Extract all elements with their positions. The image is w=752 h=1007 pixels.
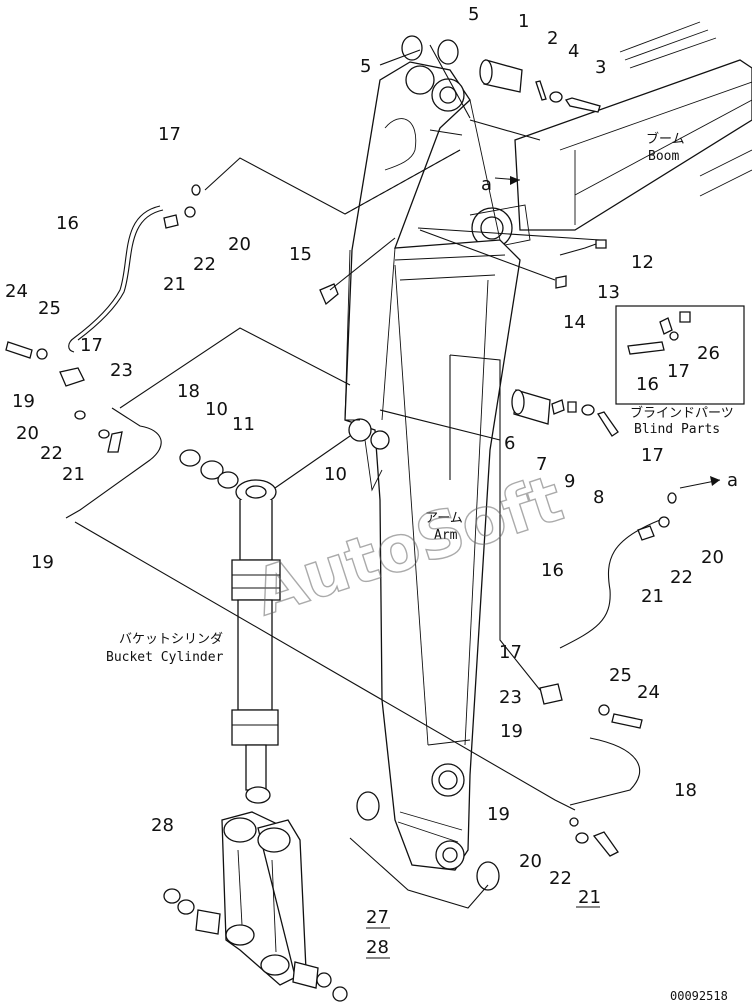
callout-25: 25 (38, 298, 61, 319)
callout-18: 18 (177, 381, 200, 402)
arm-label-en: Arm (434, 528, 458, 543)
callout-5: 5 (468, 4, 479, 25)
callout-2: 2 (547, 28, 558, 49)
callout-24: 24 (5, 281, 28, 302)
callout-6: 6 (504, 433, 515, 454)
callout-3: 3 (595, 57, 606, 78)
callout-15: 15 (289, 244, 312, 265)
callout-14: 14 (563, 312, 586, 333)
callout-5: 5 (360, 56, 371, 77)
callout-12: 12 (631, 252, 654, 273)
drawing-number: 00092518 (670, 989, 728, 1003)
callout-17: 17 (499, 642, 522, 663)
callout-19: 19 (12, 391, 35, 412)
callout-18: 18 (674, 780, 697, 801)
callout-20: 20 (228, 234, 251, 255)
blind-parts-label-en: Blind Parts (634, 422, 720, 437)
callout-19: 19 (31, 552, 54, 573)
callout-27: 27 (366, 907, 389, 928)
callout-7: 7 (536, 454, 547, 475)
bucket-cylinder-drawing: バケットシリンダ Bucket Cylinder (106, 479, 281, 804)
arm-drawing: アーム Arm (344, 61, 521, 871)
callout-20: 20 (519, 851, 542, 872)
callout-19: 19 (487, 804, 510, 825)
ref-a-arm: a (727, 470, 738, 491)
blind-parts-box: ブラインドパーツ Blind Parts (615, 305, 745, 437)
callout-10: 10 (205, 399, 228, 420)
small-parts (5, 35, 677, 1002)
callout-23: 23 (499, 687, 522, 708)
callout-8: 8 (593, 487, 604, 508)
callout-21: 21 (578, 887, 601, 908)
callout-22: 22 (193, 254, 216, 275)
boom-label-en: Boom (648, 149, 679, 164)
bucket-cylinder-label-jp: バケットシリンダ (119, 632, 223, 647)
callouts: 5 5 1 2 4 3 17 16 20 22 21 15 12 13 14 2… (5, 4, 724, 958)
callout-26: 26 (697, 343, 720, 364)
callout-1: 1 (518, 11, 529, 32)
bucket-link-drawing (221, 811, 307, 986)
callout-23: 23 (110, 360, 133, 381)
callout-17: 17 (80, 335, 103, 356)
callout-22: 22 (670, 567, 693, 588)
blind-parts-label-jp: ブラインドパーツ (630, 405, 734, 421)
callout-22: 22 (40, 443, 63, 464)
callout-21: 21 (641, 586, 664, 607)
callout-10: 10 (324, 464, 347, 485)
callout-19: 19 (500, 721, 523, 742)
hoses-and-leaders (65, 44, 721, 909)
callout-22: 22 (549, 868, 572, 889)
callout-17: 17 (641, 445, 664, 466)
callout-4: 4 (568, 41, 579, 62)
callout-28: 28 (151, 815, 174, 836)
callout-17: 17 (667, 361, 690, 382)
boom-drawing: ブーム Boom (469, 21, 752, 251)
callout-13: 13 (597, 282, 620, 303)
bucket-cylinder-label-en: Bucket Cylinder (106, 650, 224, 665)
callout-11: 11 (232, 414, 255, 435)
callout-9: 9 (564, 471, 575, 492)
callout-24: 24 (637, 682, 660, 703)
boom-label-jp: ブーム (646, 131, 685, 147)
ref-a-boom: a (481, 174, 492, 195)
arm-label-jp: アーム (425, 511, 463, 526)
callout-28: 28 (366, 937, 389, 958)
callout-16: 16 (636, 374, 659, 395)
callout-21: 21 (163, 274, 186, 295)
callout-20: 20 (16, 423, 39, 444)
callout-16: 16 (56, 213, 79, 234)
callout-20: 20 (701, 547, 724, 568)
callout-21: 21 (62, 464, 85, 485)
callout-17: 17 (158, 124, 181, 145)
callout-25: 25 (609, 665, 632, 686)
callout-16: 16 (541, 560, 564, 581)
